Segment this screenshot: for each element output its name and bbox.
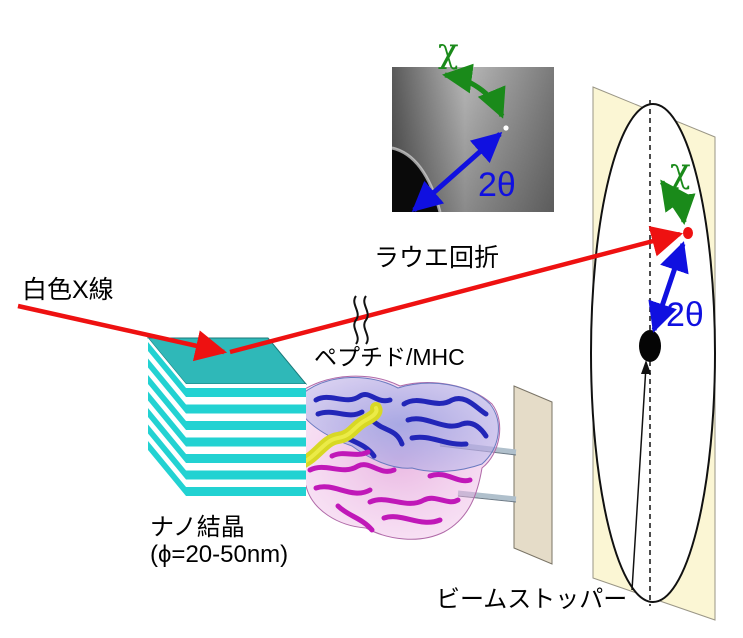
nanocrystal-size: (ϕ=20-50nm)	[150, 541, 289, 568]
detector-chi-symbol: χ	[670, 151, 691, 191]
crystal-layer-front	[186, 437, 306, 447]
detector-plane	[590, 86, 716, 621]
diffraction-spot-icon	[683, 227, 693, 239]
crystal-layer-side	[148, 408, 186, 463]
diffraction-image-inset	[391, 63, 554, 213]
detector-chi-arrow	[659, 179, 696, 225]
crystal-layer-side	[148, 391, 186, 447]
beam-stopper-pointer	[631, 365, 647, 591]
detector-two-theta-arrow	[648, 241, 689, 333]
incident-xray-beam	[17, 303, 228, 362]
diffracted-xray-beam	[229, 225, 684, 355]
white-xray-label: 白色X線	[22, 276, 114, 304]
inset-two-theta-arrow	[411, 132, 503, 212]
crystal-layer-front	[186, 404, 306, 414]
crystal-layer-front	[186, 487, 306, 496]
crystal-layer-side	[148, 358, 186, 414]
nanocrystal	[146, 337, 308, 500]
beam-stopper-assembly	[439, 385, 553, 565]
detector-two-theta-symbol: 2θ	[666, 296, 704, 334]
beam-stopper-label: ビームストッパー	[436, 586, 628, 613]
wavy-break-icon	[353, 295, 369, 345]
beam-stopper-icon	[639, 330, 661, 362]
crystal-layer-front	[186, 470, 306, 480]
inset-chi-symbol: χ	[438, 31, 459, 71]
crystal-layer-side	[148, 424, 186, 480]
crystal-layer-front	[186, 388, 306, 397]
nanocrystal-label: ナノ結晶 (ϕ=20-50nm)	[150, 514, 288, 568]
peptide-mhc-structure	[294, 375, 501, 540]
inset-diffraction-spot	[503, 125, 509, 131]
peptide-mhc-label: ペプチド/MHC	[314, 344, 465, 370]
crystal-layer-side	[148, 375, 186, 430]
crystal-layer-front	[186, 421, 306, 430]
inset-chi-arrow	[442, 63, 506, 119]
inset-two-theta-symbol: 2θ	[478, 166, 516, 204]
crystal-layer-front	[186, 454, 306, 463]
crystal-layer-side	[148, 441, 186, 496]
crystal-layer-side	[148, 342, 186, 397]
nanocrystal-name: ナノ結晶	[150, 514, 245, 541]
laue-diffraction-label: ラウエ回折	[374, 244, 500, 272]
